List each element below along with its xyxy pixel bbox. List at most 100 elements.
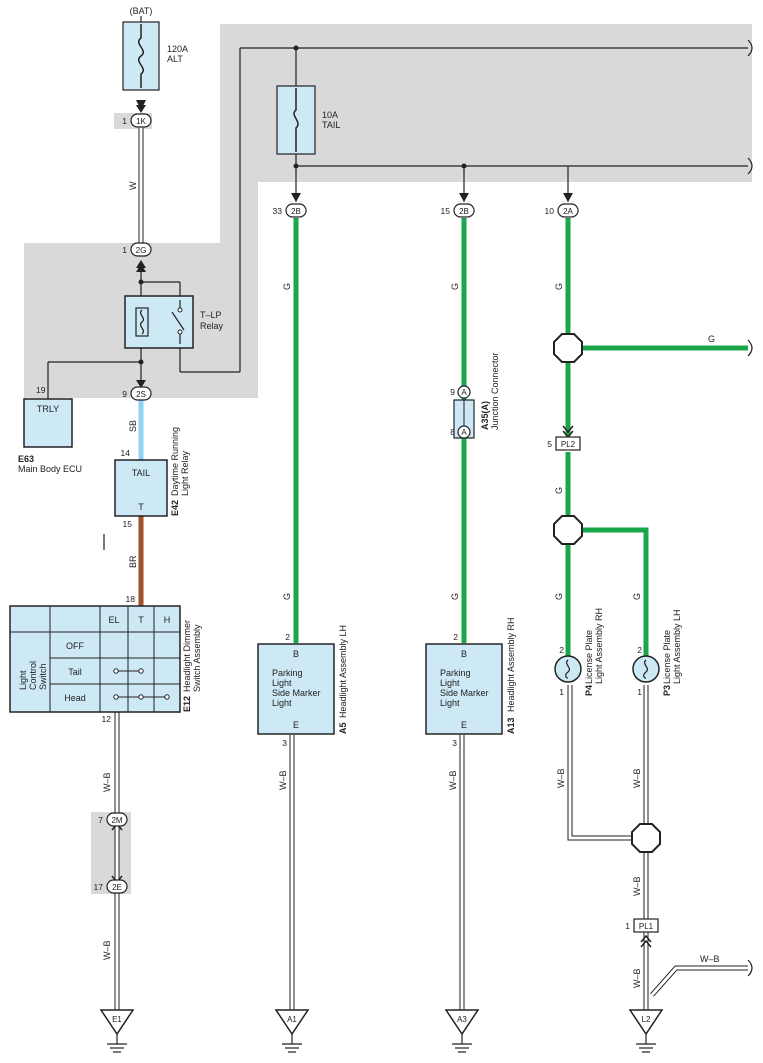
fuse-tail-rating: 10A — [322, 110, 338, 120]
fuse-alt-icon — [138, 24, 144, 88]
label-wire-g8: G — [708, 334, 715, 344]
license-lh-pin-bot: 1 — [637, 687, 642, 697]
connector-pl1 — [633, 918, 659, 933]
connector-2a: 2A 10 — [545, 203, 579, 218]
svg-text:2B: 2B — [459, 207, 469, 216]
battery-label: (BAT) — [130, 6, 153, 16]
headlight-rh-l4: Light — [440, 698, 460, 708]
label-wire-wb1: W–B — [102, 772, 112, 792]
headlight-lh-e: E — [293, 720, 299, 730]
label-wire-br: BR — [128, 555, 138, 568]
license-lh-pin-top: 2 — [637, 645, 642, 655]
label-wire-sb: SB — [128, 420, 138, 432]
drl-relay-t: T — [138, 502, 144, 512]
splice-points — [553, 333, 661, 853]
svg-text:1K: 1K — [136, 117, 146, 126]
label-wire-g6: G — [554, 487, 564, 494]
svg-text:7: 7 — [98, 815, 103, 825]
label-wire-wb2: W–B — [102, 940, 112, 960]
headlight-lh-box — [257, 643, 335, 735]
svg-text:15: 15 — [441, 206, 451, 216]
switch-col-h: H — [164, 615, 171, 625]
ecu-code: E63 — [18, 454, 34, 464]
headlight-rh-b: B — [461, 649, 467, 659]
svg-text:A1: A1 — [287, 1015, 297, 1024]
license-rh-pin-top: 2 — [559, 645, 564, 655]
connector-2e: 2E 17 — [94, 879, 128, 894]
label-wire-g2: G — [282, 593, 292, 600]
license-rh-code: P4 — [584, 685, 594, 696]
svg-text:1: 1 — [122, 116, 127, 126]
connector-2m: 2M 7 — [98, 812, 128, 827]
switch-side-2: Control — [28, 661, 38, 690]
headlight-lh-l4: Light — [272, 698, 292, 708]
svg-text:E1: E1 — [112, 1015, 122, 1024]
switch-pin-bot: 12 — [102, 714, 112, 724]
ecu-pin: 19 — [36, 385, 46, 395]
ground-a1: A1 — [274, 1009, 310, 1053]
label-wire-g9: G — [632, 593, 642, 600]
connector-pl2-pin: 5 — [547, 439, 552, 449]
license-rh-line2: Light Assembly RH — [594, 608, 604, 684]
switch-col-t: T — [138, 615, 144, 625]
grey-area-main — [24, 24, 752, 398]
license-lh-code: P3 — [662, 685, 672, 696]
drl-relay-pin-top: 14 — [121, 448, 131, 458]
label-wire-g5: G — [554, 283, 564, 290]
label-wire-wb4: W–B — [448, 770, 458, 790]
headlight-rh-name: Headlight Assembly RH — [506, 617, 516, 712]
headlight-rh-box — [425, 643, 503, 735]
connector-pl1-pin: 1 — [625, 921, 630, 931]
fuse-alt-rating: 120A — [167, 44, 188, 54]
connector-pl1-code: PL1 — [639, 922, 654, 931]
switch-line1: Headlight Dimmer — [182, 620, 192, 692]
headlight-lh-b: B — [293, 649, 299, 659]
junction-name: Junction Connector — [490, 352, 500, 430]
label-wire-g3: G — [450, 283, 460, 290]
label-wire-wb6: W–B — [632, 768, 642, 788]
license-lh-bulb — [632, 655, 660, 683]
connector-2b-33: 2B 33 — [273, 203, 307, 218]
drl-relay-pin-bot: 15 — [123, 519, 133, 529]
svg-text:9: 9 — [122, 389, 127, 399]
headlight-rh-e: E — [461, 720, 467, 730]
drl-relay-line2: Light Relay — [180, 450, 190, 496]
label-wire-w: W — [128, 181, 138, 190]
switch-line2: Switch Assembly — [192, 624, 202, 692]
svg-text:2B: 2B — [291, 207, 301, 216]
light-control-switch: Light Control Switch EL T H OFF Tail Hea… — [9, 605, 181, 713]
connector-2b-15: 2B 15 — [441, 203, 475, 218]
headlight-rh-code: A13 — [506, 717, 516, 734]
svg-text:8: 8 — [450, 427, 455, 437]
headlight-lh-code: A5 — [338, 722, 348, 734]
svg-text:2E: 2E — [112, 883, 122, 892]
junction-code: A35(A) — [480, 401, 490, 430]
svg-text:17: 17 — [94, 882, 104, 892]
svg-text:9: 9 — [450, 387, 455, 397]
headlight-lh-l3: Side Marker — [272, 688, 321, 698]
wire-g — [293, 218, 748, 656]
headlight-lh-l1: Parking — [272, 668, 303, 678]
relay-line2: Relay — [200, 321, 224, 331]
connector-2g: 2G 1 — [122, 242, 152, 257]
headlight-lh-l2: Light — [272, 678, 292, 688]
license-rh-bulb-icon — [565, 659, 571, 679]
switch-row-off: OFF — [66, 641, 84, 651]
ground-l2: L2 — [628, 1009, 664, 1053]
label-wire-wb7: W–B — [632, 876, 642, 896]
ground-e1: E1 — [99, 1009, 135, 1053]
label-wire-g7: G — [554, 593, 564, 600]
label-wire-wb5: W–B — [556, 768, 566, 788]
switch-row-head: Head — [64, 693, 86, 703]
label-wire-g4: G — [450, 593, 460, 600]
connector-1k: 1K 1 — [122, 113, 152, 128]
connector-pl2-code: PL2 — [561, 440, 576, 449]
license-rh-bulb — [554, 655, 582, 683]
fuse-alt-name: ALT — [167, 54, 183, 64]
license-lh-line1: License Plate — [662, 630, 672, 684]
svg-text:2S: 2S — [136, 390, 146, 399]
fuse-tail-icon — [293, 88, 299, 152]
ground-a3: A3 — [444, 1009, 480, 1053]
fuse-tail-name: TAIL — [322, 120, 340, 130]
